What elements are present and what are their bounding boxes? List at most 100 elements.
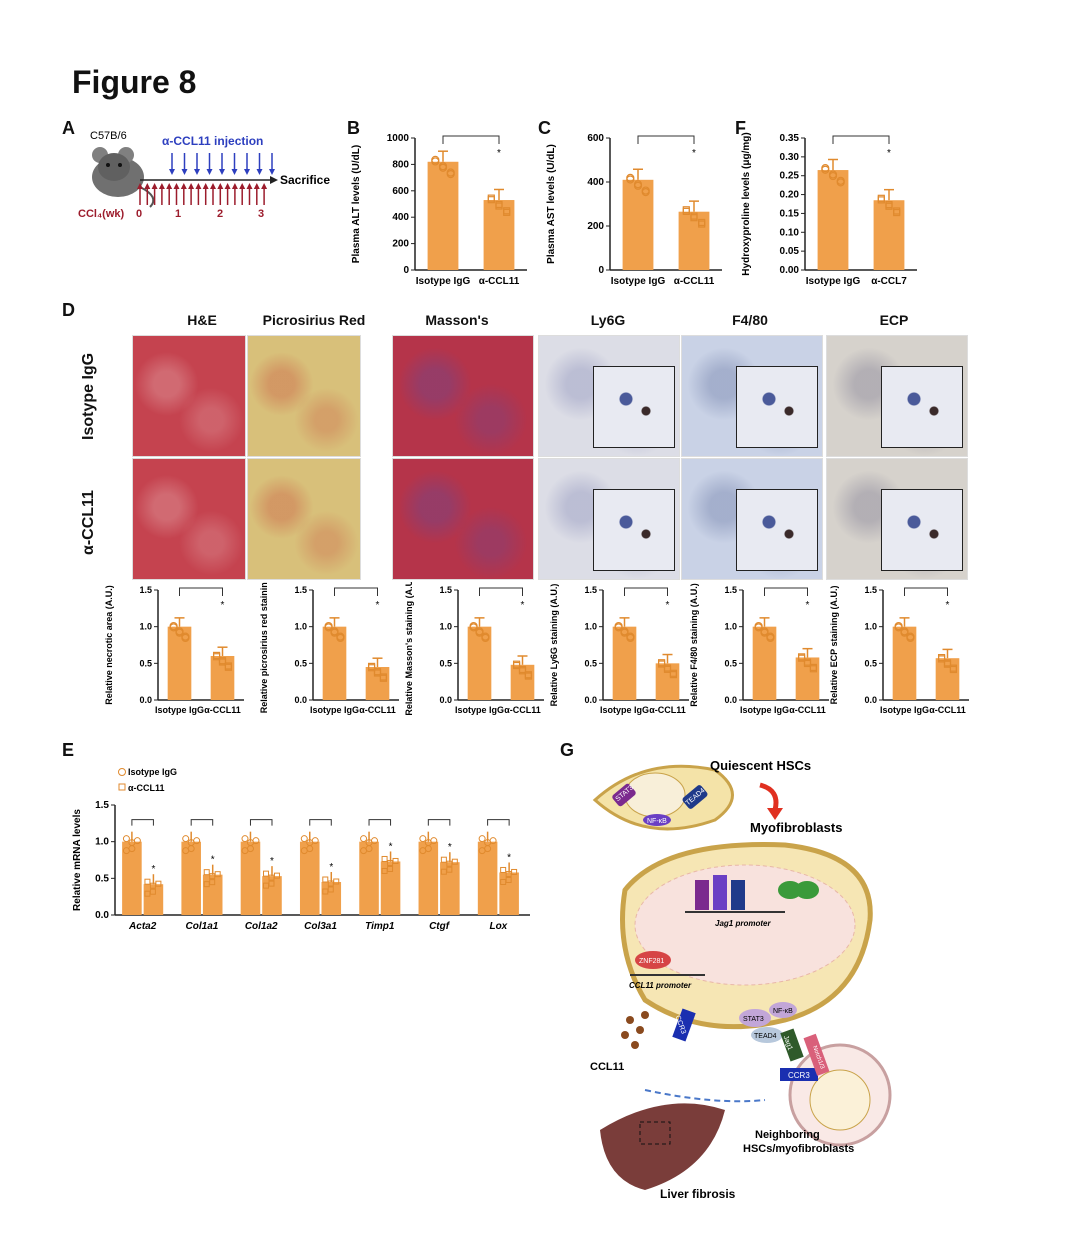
category-label: Isotype IgG	[455, 705, 504, 715]
bar	[122, 841, 142, 915]
quiescent-hsc-cell: STAT3 NF-κB TEAD4	[592, 764, 734, 831]
week-1: 1	[175, 208, 181, 220]
histology-image	[538, 335, 680, 457]
injection-arrows	[169, 153, 275, 175]
y-tick-label: 1.5	[294, 585, 307, 595]
bar	[612, 626, 637, 700]
strain-label: C57B/6	[90, 130, 127, 142]
histology-image	[132, 458, 246, 580]
mouse-icon	[92, 147, 155, 208]
row-label-isotype: Isotype IgG	[80, 352, 97, 440]
ccl4-label: CCl₄(wk)	[78, 208, 125, 220]
myofibroblasts-label: Myofibroblasts	[750, 820, 842, 835]
y-tick-label: 0.5	[95, 873, 109, 884]
y-axis-label: Relative Ly6G staining (A.U.)	[549, 584, 559, 707]
stain-header-ecp: ECP	[879, 312, 909, 328]
y-tick-label: 0.5	[139, 658, 152, 668]
y-tick-label: 0.00	[780, 265, 800, 276]
category-label: Isotype IgG	[806, 276, 861, 287]
bar	[299, 841, 320, 915]
panel-label-f: F	[735, 118, 746, 138]
category-label: Col1a1	[186, 921, 219, 932]
bar	[322, 626, 347, 700]
y-axis-label: Plasma ALT levels (U/dL)	[351, 145, 362, 263]
significance-mark: *	[151, 864, 155, 875]
histology-image	[538, 458, 680, 580]
legend-accl11: α-CCL11	[128, 783, 165, 793]
panel-label-e: E	[62, 740, 75, 760]
quiescent-label: Quiescent HSCs	[710, 758, 811, 773]
category-label: Lox	[489, 921, 507, 932]
y-tick-label: 1.0	[294, 622, 307, 632]
stain-header-he: H&E	[187, 312, 217, 328]
significance-mark: *	[666, 600, 670, 611]
znf281-label: ZNF281	[639, 958, 664, 965]
y-tick-label: 600	[392, 186, 409, 197]
bar	[499, 872, 519, 915]
bar	[167, 626, 192, 700]
category-label: α-CCL11	[479, 276, 520, 287]
category-label: Isotype IgG	[416, 276, 471, 287]
sacrifice-label: Sacrifice	[280, 173, 330, 187]
category-label: α-CCL11	[649, 705, 686, 715]
zoom-inset	[736, 366, 818, 448]
y-tick-label: 0	[598, 265, 604, 276]
histology-image	[826, 458, 968, 580]
significance-mark: *	[389, 841, 393, 852]
category-label: Isotype IgG	[880, 705, 929, 715]
significance-mark: *	[946, 600, 950, 611]
quiescent-nfkb: NF-κB	[647, 818, 667, 825]
stain-header-ly6g: Ly6G	[590, 312, 626, 328]
y-tick-label: 0.5	[294, 658, 307, 668]
bar	[418, 841, 439, 915]
significance-mark: *	[448, 842, 452, 853]
injection-label: α-CCL11 injection	[162, 134, 263, 148]
y-axis-label: Plasma AST levels (U/dL)	[546, 144, 557, 264]
y-axis-label: Relative Masson's staining (A.U.)	[404, 582, 414, 716]
y-tick-label: 400	[587, 177, 604, 188]
zoom-inset	[593, 489, 675, 571]
y-tick-label: 1.0	[139, 622, 152, 632]
y-tick-label: 0.5	[864, 658, 877, 668]
category-label: Acta2	[128, 921, 157, 932]
bar	[359, 841, 379, 915]
category-label: Isotype IgG	[611, 276, 666, 287]
bar	[892, 626, 917, 700]
bar	[181, 841, 201, 915]
y-tick-label: 600	[587, 133, 604, 144]
y-tick-label: 800	[392, 159, 409, 170]
bar	[321, 882, 342, 915]
y-tick-label: 1.5	[864, 585, 877, 595]
y-tick-label: 1000	[387, 133, 410, 144]
category-label: Isotype IgG	[740, 705, 789, 715]
y-tick-label: 0.5	[724, 658, 737, 668]
panel-label-c: C	[538, 118, 551, 138]
y-tick-label: 0.0	[294, 695, 307, 705]
significance-mark: *	[211, 855, 215, 866]
bar	[440, 862, 460, 915]
liver-icon	[600, 1103, 725, 1190]
y-tick-label: 0.10	[780, 227, 800, 238]
bar	[467, 626, 492, 700]
bar	[795, 657, 820, 700]
y-axis-label: Relative necrotic area (A.U.)	[104, 585, 114, 705]
y-axis-label: Relative mRNA levels	[72, 809, 83, 911]
significance-mark: *	[329, 862, 333, 873]
category-label: α-CCL11	[204, 705, 241, 715]
y-tick-label: 1.5	[139, 585, 152, 595]
y-tick-label: 1.0	[95, 837, 109, 848]
bar	[262, 876, 282, 915]
significance-mark: *	[521, 600, 525, 611]
category-label: Timp1	[365, 921, 395, 932]
significance-mark: *	[806, 600, 810, 611]
chart-f: 0.000.050.100.150.200.250.300.35Hydroxyp…	[741, 132, 917, 287]
neighboring-label-2: HSCs/myofibroblasts	[743, 1143, 854, 1155]
week-3: 3	[258, 208, 264, 220]
figure-title: Figure 8	[72, 64, 197, 100]
significance-mark: *	[507, 852, 511, 863]
